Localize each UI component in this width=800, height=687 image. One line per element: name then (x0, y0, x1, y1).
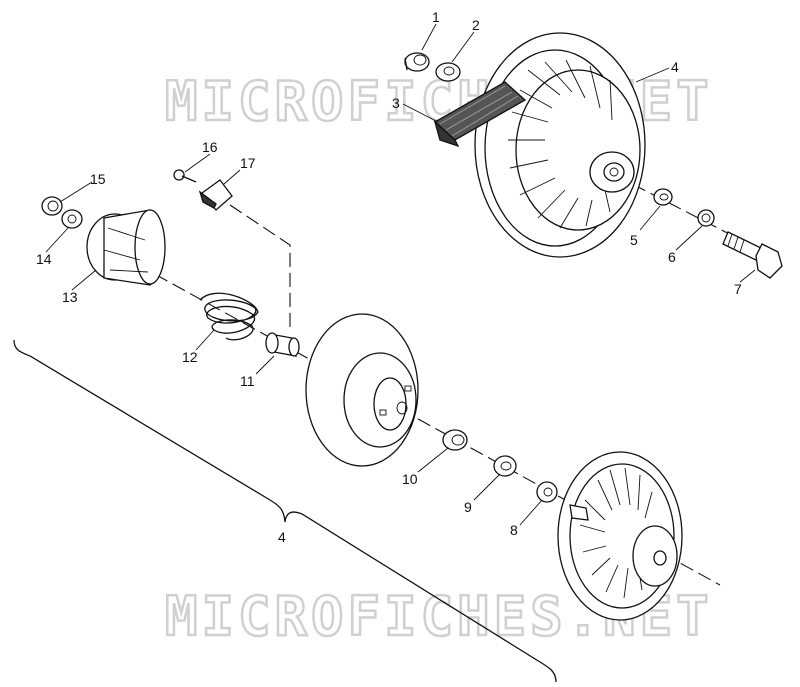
driven-sheave-moveable (305, 313, 419, 467)
callout-11: 11 (240, 373, 255, 389)
callout-12: 12 (182, 349, 198, 365)
callout-4: 4 (671, 59, 679, 75)
part-7-bolt (722, 231, 783, 279)
callout-8: 8 (510, 522, 518, 538)
part-16-screw (173, 169, 197, 183)
callout-17: 17 (240, 155, 256, 171)
callout-3: 3 (392, 95, 400, 111)
callout-14: 14 (36, 251, 52, 267)
part-6-lock-washer (697, 209, 715, 227)
part-15-snap-ring (41, 196, 63, 216)
part-4-drive-clutch (474, 32, 646, 258)
callout-labels: 1 2 3 4 5 6 7 8 9 10 11 12 13 14 15 16 1… (36, 9, 742, 545)
callout-5: 5 (630, 232, 638, 248)
part-13-helix (86, 209, 166, 286)
part-8-washer (536, 481, 558, 503)
driven-sheave-stationary (557, 451, 683, 621)
callout-9: 9 (464, 499, 472, 515)
callout-15: 15 (90, 171, 106, 187)
leader-lines (45, 23, 756, 526)
part-12-spring (199, 292, 259, 341)
part-14-washer (61, 209, 83, 229)
part-10-bushing (442, 429, 468, 451)
assembly-brace (13, 339, 557, 683)
callout-10: 10 (402, 471, 418, 487)
callout-13: 13 (62, 289, 78, 305)
callout-16: 16 (202, 139, 218, 155)
callout-2: 2 (472, 17, 480, 33)
callout-7: 7 (734, 281, 742, 297)
callout-6: 6 (668, 249, 676, 265)
part-17-button (198, 179, 233, 211)
part-1-nut (404, 52, 430, 72)
callout-assembly-4: 4 (278, 529, 286, 545)
part-5-washer (653, 188, 673, 206)
part-11-bushing (265, 332, 300, 357)
part-9-washer (493, 455, 517, 477)
part-3-drive-belt (433, 81, 527, 148)
callout-1: 1 (432, 9, 440, 25)
part-2-washer (435, 62, 461, 82)
